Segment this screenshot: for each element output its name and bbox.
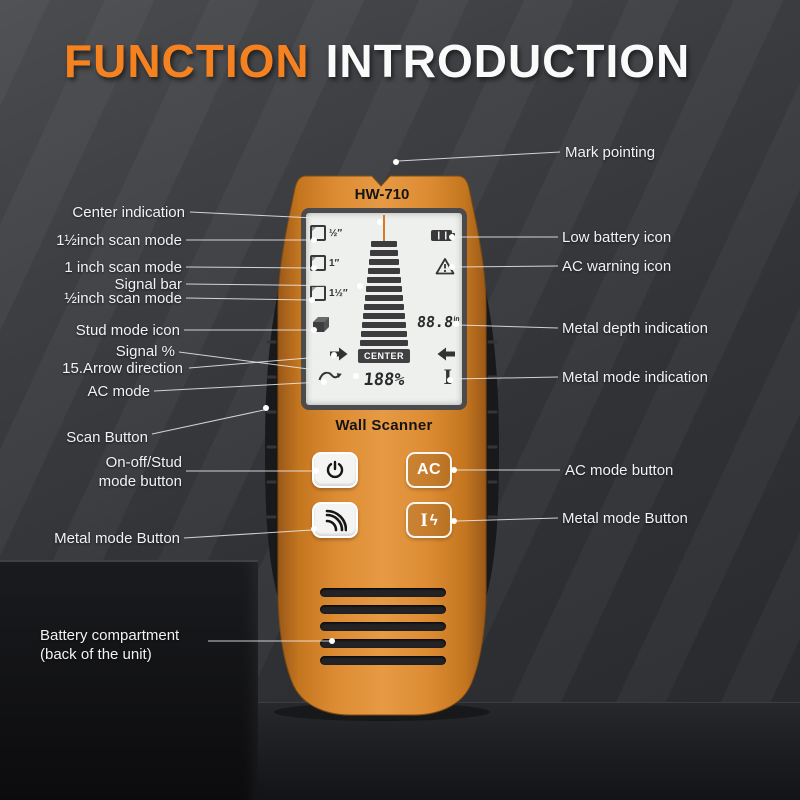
scan-depth-label: ½″ (329, 227, 343, 239)
ac-button-label: AC (416, 461, 442, 478)
center-mark-line (383, 215, 385, 241)
label-ac-mode: AC mode (87, 383, 150, 400)
label-metal-depth-indication: Metal depth indication (562, 320, 708, 337)
scan-mode-row-2: 1″ (310, 255, 339, 271)
label-onoff-stud-mode-button: On-off/Stud mode button (98, 454, 182, 490)
grille-slot (320, 639, 446, 648)
label-stud-mode-icon: Stud mode icon (75, 322, 180, 339)
label-battery-compartment: Battery compartment (back of the unit) (40, 627, 180, 663)
arrow-left-icon (437, 347, 455, 361)
title-function: FUNCTION (64, 35, 310, 87)
label-1half-inch-scan-mode: 1½inch scan mode (56, 232, 182, 249)
grille-slot (320, 588, 446, 597)
power-icon (325, 460, 345, 480)
label-arrow-direction: 15.Arrow direction (62, 360, 183, 377)
scan-depth-label: 1″ (329, 257, 340, 269)
label-signal-percent: Signal % (115, 343, 175, 360)
power-stud-mode-button (312, 452, 358, 488)
page-title: FUNCTION INTRODUCTION (64, 34, 690, 88)
ac-warning-triangle-icon (435, 257, 455, 275)
low-battery-icon (430, 229, 456, 242)
ac-mode-button: AC (406, 452, 452, 488)
scan-depth-icon (310, 225, 326, 241)
scan-depth-label: 1½″ (329, 287, 348, 299)
label-mark-pointing: Mark pointing (565, 144, 656, 161)
grille-slot (320, 656, 446, 665)
signal-bar-tower (306, 241, 462, 349)
grille-slot (320, 605, 446, 614)
device-lcd-screen: ½″ 1″ 1½″ (301, 208, 467, 410)
arrow-right-icon (330, 347, 348, 361)
background-pedestal (0, 560, 258, 800)
metal-depth-value: 88.8 (415, 313, 454, 331)
device-model: HW-710 (354, 186, 410, 203)
label-metal-mode-indication: Metal mode indication (562, 369, 708, 386)
title-introduction: INTRODUCTION (325, 35, 691, 87)
label-ac-mode-button: AC mode button (565, 462, 674, 479)
signal-percent-readout: 188% (362, 370, 406, 390)
label-metal-mode-button-left: Metal mode Button (54, 530, 180, 547)
metal-mode-button: I ϟ (406, 502, 452, 538)
center-indicator-badge: CENTER (357, 349, 411, 363)
label-1-inch-scan-mode: 1 inch scan mode (64, 259, 182, 276)
label-low-battery-icon: Low battery icon (562, 229, 672, 246)
metal-depth-unit: in (452, 316, 460, 323)
scan-depth-icon (310, 255, 326, 271)
scan-depth-icon (310, 285, 326, 301)
stud-scan-button (312, 502, 358, 538)
metal-depth-readout: 88.8in (416, 313, 460, 331)
stud-mode-cube-icon (311, 315, 331, 333)
wave-scan-icon (323, 508, 348, 532)
label-metal-mode-button-right: Metal mode Button (562, 510, 688, 527)
grille-slot (320, 622, 446, 631)
ac-mode-curve-icon (318, 369, 342, 383)
lightning-icon: ϟ (429, 511, 438, 529)
ibeam-glyph: I (420, 509, 428, 531)
label-center-indication: Center indication (72, 204, 185, 221)
label-half-inch-scan-mode: ½inch scan mode (64, 290, 182, 307)
metal-ibeam-icon: I (443, 364, 452, 389)
label-ac-warning-icon: AC warning icon (562, 258, 672, 275)
device-name: Wall Scanner (335, 417, 433, 434)
scan-mode-row-3: 1½″ (310, 285, 348, 301)
label-scan-button: Scan Button (66, 429, 148, 446)
left-grip-scan-button (265, 292, 278, 598)
scan-mode-row-1: ½″ (310, 225, 342, 241)
right-grip-scan-button (486, 292, 499, 598)
label-signal-bar: Signal bar (114, 276, 182, 293)
